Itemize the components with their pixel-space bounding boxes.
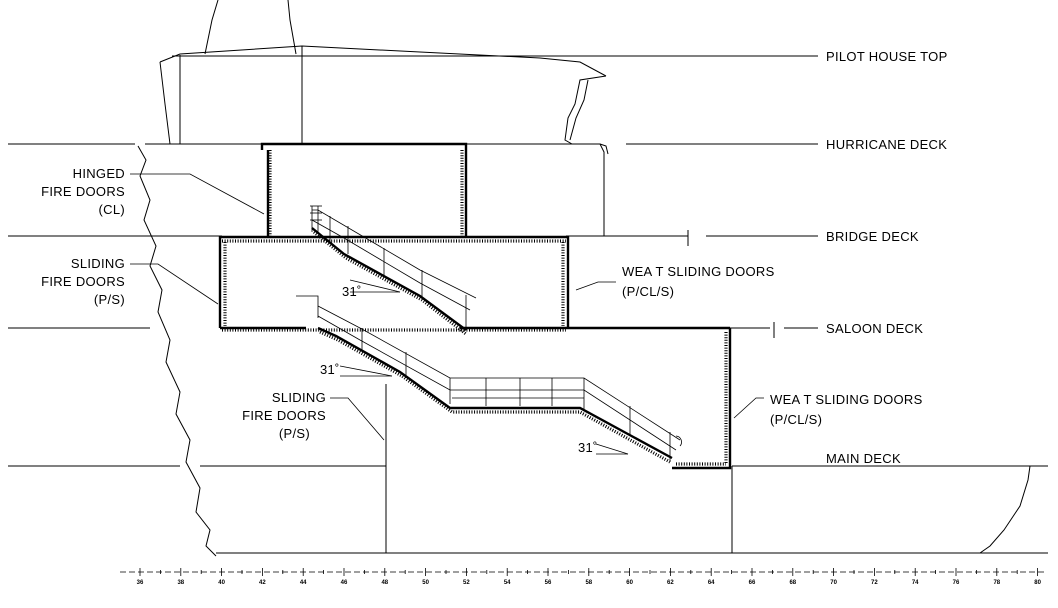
callout-text: (CL) (99, 202, 125, 217)
frame-tick-label: 44 (300, 580, 307, 586)
deck-lines (8, 55, 1048, 554)
callout-text: SLIDING (71, 256, 125, 271)
callout-text: WEA T SLIDING DOORS (622, 264, 775, 279)
callout-text: SLIDING (272, 390, 326, 405)
frame-tick-label: 48 (381, 580, 388, 586)
lower-cabin (385, 328, 733, 553)
deck-labels: PILOT HOUSE TOP HURRICANE DECK BRIDGE DE… (826, 49, 948, 466)
callout-text: FIRE DOORS (242, 408, 326, 423)
bow-outline (979, 465, 1031, 554)
callout-weat-sliding-doors-upper: WEA T SLIDING DOORS (P/CL/S) (622, 264, 775, 299)
callout-text: HINGED (73, 166, 125, 181)
frame-tick-label: 68 (789, 580, 796, 586)
label-hurricane-deck: HURRICANE DECK (826, 137, 947, 152)
frame-tick-label: 36 (137, 580, 144, 586)
frame-tick-label: 64 (708, 580, 715, 586)
leader-lines (130, 173, 764, 441)
frame-tick-label: 76 (953, 580, 960, 586)
callout-text: (P/S) (279, 426, 310, 441)
callout-text: (P/CL/S) (622, 284, 674, 299)
frame-tick-label: 56 (545, 580, 552, 586)
superstructure-outline (159, 0, 609, 236)
frame-tick-label: 78 (993, 580, 1000, 586)
callout-sliding-fire-doors-upper: SLIDING FIRE DOORS (P/S) (41, 256, 125, 307)
frame-tick-label: 70 (830, 580, 837, 586)
upper-cabin (260, 142, 468, 236)
frame-scale: 36 38 40 42 44 46 48 50 52 54 56 58 60 62 64 66 68 70 72 74… (120, 568, 1046, 586)
callout-weat-sliding-doors-lower: WEA T SLIDING DOORS (P/CL/S) (770, 392, 923, 427)
frame-tick-label: 50 (422, 580, 429, 586)
callout-text: (P/S) (94, 292, 125, 307)
angle-marker-upper: 31˚ (342, 279, 401, 299)
upper-stair (310, 205, 477, 336)
frame-tick-label: 58 (585, 580, 592, 586)
frame-tick-label: 74 (912, 580, 919, 586)
frame-tick-label: 72 (871, 580, 878, 586)
angle-label-middle: 31˚ (320, 362, 340, 377)
frame-tick-label: 54 (504, 580, 511, 586)
frame-tick-label: 42 (259, 580, 266, 586)
label-bridge-deck: BRIDGE DECK (826, 229, 919, 244)
label-main-deck: MAIN DECK (826, 451, 901, 466)
frame-tick-label: 52 (463, 580, 470, 586)
angle-label-upper: 31˚ (342, 284, 362, 299)
label-pilot-house-top: PILOT HOUSE TOP (826, 49, 948, 64)
aft-break-line (137, 145, 217, 557)
frame-tick-label: 66 (749, 580, 756, 586)
callout-text: FIRE DOORS (41, 274, 125, 289)
frame-tick-label: 80 (1034, 580, 1041, 586)
angle-label-lower: 31˚ (578, 440, 598, 455)
middle-cabin (218, 235, 730, 332)
callout-text: WEA T SLIDING DOORS (770, 392, 923, 407)
frame-tick-label: 62 (667, 580, 674, 586)
angle-marker-lower: 31˚ (578, 440, 629, 455)
frame-tick-label: 40 (218, 580, 225, 586)
frame-tick-label: 60 (626, 580, 633, 586)
callout-text: (P/CL/S) (770, 412, 822, 427)
callout-sliding-fire-doors-lower: SLIDING FIRE DOORS (P/S) (242, 390, 326, 441)
lower-stair (296, 295, 682, 464)
callout-text: FIRE DOORS (41, 184, 125, 199)
frame-tick-label: 38 (177, 580, 184, 586)
frame-tick-label: 46 (341, 580, 348, 586)
label-saloon-deck: SALOON DECK (826, 321, 923, 336)
angle-marker-middle: 31˚ (320, 362, 393, 377)
callout-hinged-fire-doors: HINGED FIRE DOORS (CL) (41, 166, 125, 217)
